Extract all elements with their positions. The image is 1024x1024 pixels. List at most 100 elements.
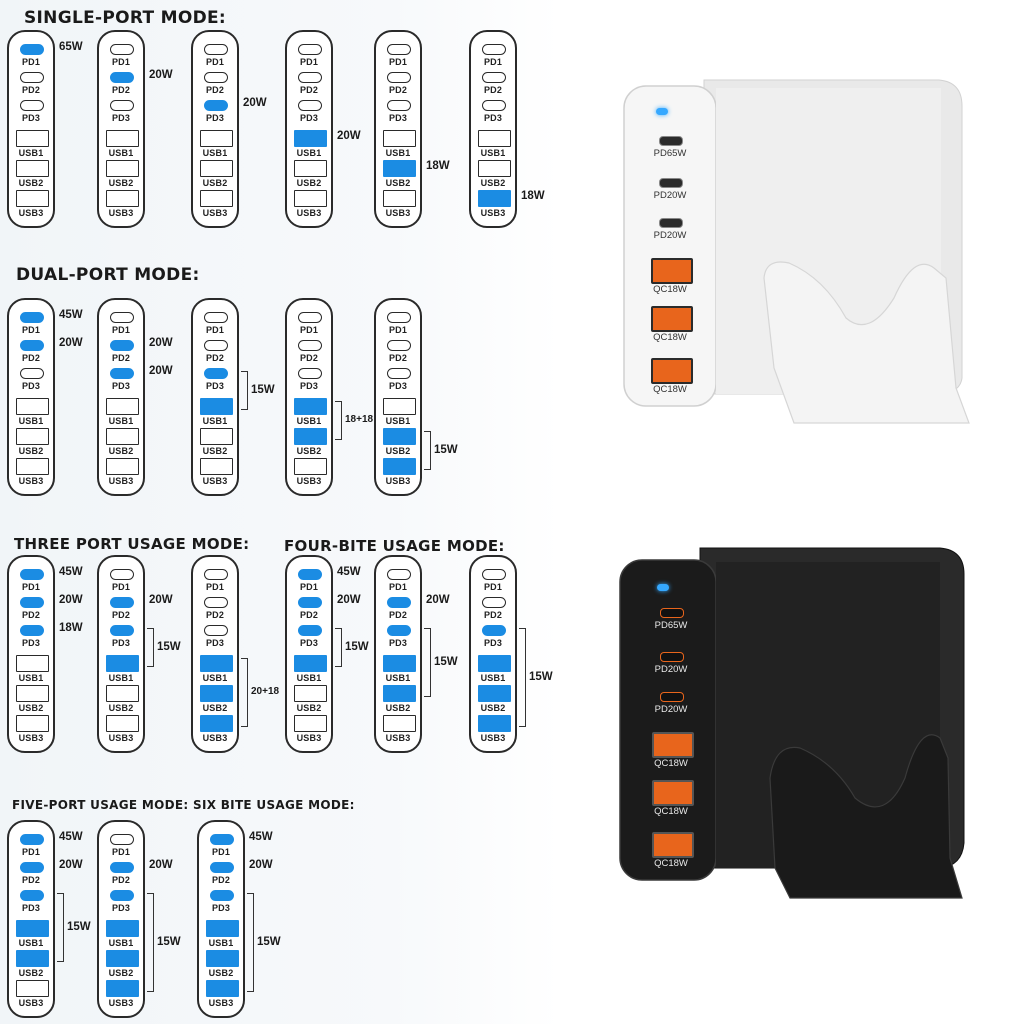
port-label: PD2 bbox=[299, 85, 319, 95]
port-label: PD3 bbox=[21, 638, 41, 648]
port-label: PD1 bbox=[483, 57, 503, 67]
port-label: USB2 bbox=[18, 446, 44, 456]
bracket-line bbox=[424, 431, 431, 470]
port-label: USB1 bbox=[385, 673, 411, 683]
usb-c-port-pd2 bbox=[110, 72, 134, 83]
usb-a-port-usb2 bbox=[16, 685, 49, 702]
port-label: PD3 bbox=[483, 113, 503, 123]
port-label: PD2 bbox=[205, 610, 225, 620]
port-label: PD1 bbox=[21, 57, 41, 67]
usb-c-port-pd2 bbox=[482, 72, 506, 83]
port-label: USB1 bbox=[18, 938, 44, 948]
wattage-label: 18W bbox=[521, 189, 545, 202]
usb-c-port-pd1 bbox=[110, 834, 134, 845]
port-label: PD2 bbox=[388, 610, 408, 620]
usb-a-port-usb3 bbox=[200, 190, 233, 207]
port-label: USB3 bbox=[202, 733, 228, 743]
charger-port-label: QC18W bbox=[654, 758, 688, 769]
port-label: USB3 bbox=[296, 476, 322, 486]
bracket-line bbox=[241, 371, 248, 410]
usb-c-port-pd3 bbox=[482, 625, 506, 636]
port-label: PD3 bbox=[205, 113, 225, 123]
port-label: PD3 bbox=[299, 638, 319, 648]
port-label: USB2 bbox=[480, 178, 506, 188]
usb-a-port-usb1 bbox=[294, 655, 327, 672]
port-label: PD2 bbox=[205, 85, 225, 95]
wattage-label: 15W bbox=[67, 920, 91, 933]
port-label: USB1 bbox=[202, 416, 228, 426]
usb-a-port-usb3 bbox=[106, 190, 139, 207]
port-label: PD3 bbox=[388, 113, 408, 123]
usb-a-port-usb1 bbox=[294, 398, 327, 415]
port-label: USB1 bbox=[480, 148, 506, 158]
port-label: USB3 bbox=[18, 476, 44, 486]
port-label: PD1 bbox=[21, 582, 41, 592]
usb-c-port-pd2 bbox=[298, 340, 322, 351]
usb-a-port-usb2 bbox=[383, 685, 416, 702]
usb-a-port-usb1 bbox=[200, 398, 233, 415]
port-label: PD2 bbox=[299, 610, 319, 620]
charger-port-label: PD20W bbox=[653, 190, 687, 201]
usb-c-port-pd1 bbox=[387, 569, 411, 580]
usb-c-port-pd1 bbox=[204, 312, 228, 323]
port-label: USB3 bbox=[385, 733, 411, 743]
port-label: USB3 bbox=[108, 208, 134, 218]
usb-c-port-pd1 bbox=[20, 312, 44, 323]
port-label: USB2 bbox=[385, 446, 411, 456]
usb-c-port-pd3 bbox=[204, 100, 228, 111]
usb-a-port-usb2 bbox=[16, 160, 49, 177]
wattage-label: 45W bbox=[59, 308, 83, 321]
wattage-label: 65W bbox=[59, 40, 83, 53]
wattage-label: 45W bbox=[337, 565, 361, 578]
wattage-label: 18W bbox=[426, 159, 450, 172]
port-label: PD1 bbox=[299, 57, 319, 67]
usb-a-socket bbox=[652, 732, 694, 758]
bracket-line bbox=[241, 658, 248, 727]
usb-a-port-usb3 bbox=[294, 715, 327, 732]
bracket-line bbox=[57, 893, 64, 962]
port-label: PD2 bbox=[205, 353, 225, 363]
wattage-label: 20W bbox=[249, 858, 273, 871]
black-charger-led bbox=[657, 584, 669, 591]
usb-c-port-pd2 bbox=[298, 72, 322, 83]
port-label: PD2 bbox=[483, 610, 503, 620]
port-label: PD3 bbox=[111, 381, 131, 391]
usb-c-socket bbox=[659, 218, 683, 228]
usb-c-port-pd2 bbox=[20, 597, 44, 608]
port-label: PD3 bbox=[21, 381, 41, 391]
usb-a-port-usb1 bbox=[106, 655, 139, 672]
wattage-label: 15W bbox=[529, 670, 553, 683]
port-label: USB1 bbox=[108, 416, 134, 426]
port-label: PD1 bbox=[205, 57, 225, 67]
wattage-label: 15W bbox=[157, 640, 181, 653]
port-label: PD1 bbox=[111, 325, 131, 335]
usb-a-port-usb1 bbox=[106, 130, 139, 147]
port-label: PD3 bbox=[211, 903, 231, 913]
usb-a-port-usb1 bbox=[200, 130, 233, 147]
port-label: PD1 bbox=[21, 325, 41, 335]
port-label: USB2 bbox=[18, 178, 44, 188]
port-label: USB1 bbox=[296, 416, 322, 426]
usb-a-socket bbox=[652, 780, 694, 806]
port-label: USB2 bbox=[202, 178, 228, 188]
usb-a-port-usb3 bbox=[383, 190, 416, 207]
usb-a-port-usb2 bbox=[294, 160, 327, 177]
port-label: USB2 bbox=[202, 703, 228, 713]
usb-a-port-usb1 bbox=[478, 655, 511, 672]
usb-a-port-usb2 bbox=[106, 950, 139, 967]
port-label: USB2 bbox=[296, 703, 322, 713]
port-label: USB2 bbox=[296, 178, 322, 188]
usb-c-port-pd3 bbox=[110, 625, 134, 636]
usb-c-socket bbox=[660, 692, 684, 702]
port-label: PD3 bbox=[388, 638, 408, 648]
charger-port-label: QC18W bbox=[653, 384, 687, 395]
usb-c-port-pd2 bbox=[110, 340, 134, 351]
usb-c-port-pd1 bbox=[110, 312, 134, 323]
